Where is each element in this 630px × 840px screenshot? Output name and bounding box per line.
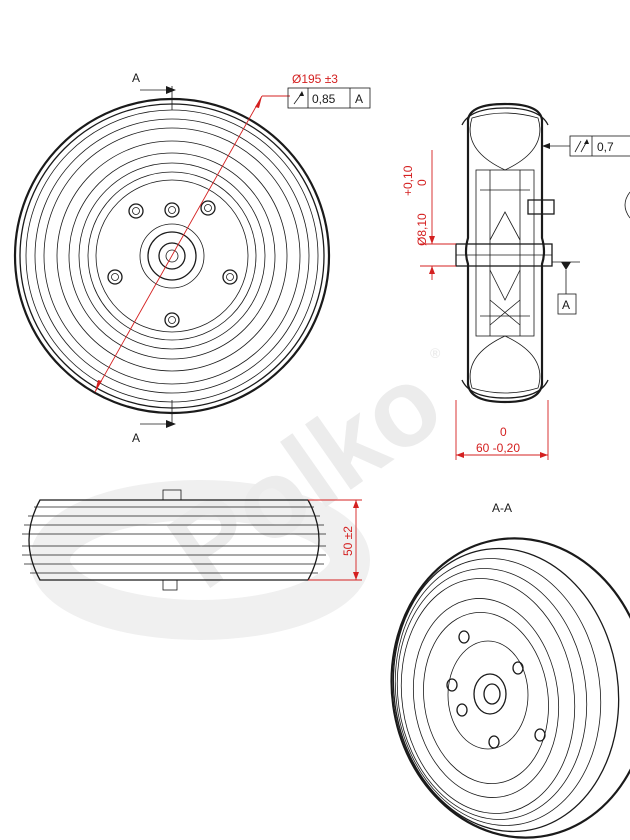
diameter-dimension: Ø195 ±3 xyxy=(94,72,338,393)
runout-tolerance-frame: 0,85 A xyxy=(287,87,371,109)
watermark-brand: Polko xyxy=(148,339,464,612)
iso-hub xyxy=(447,640,529,750)
rim-rings xyxy=(56,140,288,372)
section-arrow-bottom xyxy=(166,420,176,428)
section-line-a: A A xyxy=(132,71,176,445)
width-main: 60 -0,20 xyxy=(476,441,520,455)
bore-nominal: Ø8,10 xyxy=(415,213,429,246)
iso-tire xyxy=(390,537,630,839)
detail-callout-arc xyxy=(624,191,630,219)
datum-a-marker: A xyxy=(552,261,580,315)
width-dimension: 0 60 -0,20 xyxy=(455,400,549,460)
watermark-registered-mark: ® xyxy=(430,345,441,361)
iso-view-title: A-A xyxy=(492,501,512,515)
runout-icon xyxy=(293,91,304,105)
side-axle-bottom xyxy=(162,579,178,591)
diameter-label: Ø195 ±3 xyxy=(292,72,338,86)
bolt-holes xyxy=(107,200,238,328)
isometric-view: A-A xyxy=(390,501,630,839)
runout-datum: A xyxy=(355,92,363,106)
front-view: A A Ø195 ±3 0,85 A xyxy=(13,71,371,445)
section-runout-value: 0,7 xyxy=(597,140,614,154)
bore-lower-tol: 0 xyxy=(415,179,429,186)
side-view: 50 ±2 xyxy=(22,489,362,591)
section-view: 0,7 Ø8,10 +0,10 0 A 0 xyxy=(401,102,630,460)
tread-grooves xyxy=(22,506,326,574)
hub xyxy=(139,223,205,289)
runout-value: 0,85 xyxy=(312,92,336,106)
bore-upper-tol: +0,10 xyxy=(401,165,415,196)
datum-label: A xyxy=(562,298,570,312)
section-label-top: A xyxy=(132,71,140,85)
bore-dimension: Ø8,10 +0,10 0 xyxy=(401,150,456,280)
iso-bolt-holes xyxy=(446,630,546,749)
height-label: 50 ±2 xyxy=(341,526,355,556)
section-runout-frame: 0,7 xyxy=(542,135,630,157)
height-dimension: 50 ±2 xyxy=(308,499,362,581)
section-tire-outline xyxy=(461,102,549,404)
section-hub-detail xyxy=(455,169,555,337)
section-label-bottom: A xyxy=(132,431,140,445)
total-runout-icon xyxy=(574,139,589,153)
width-upper-tol: 0 xyxy=(500,425,507,439)
side-axle-top xyxy=(162,489,182,501)
section-arrow-top xyxy=(166,86,176,94)
